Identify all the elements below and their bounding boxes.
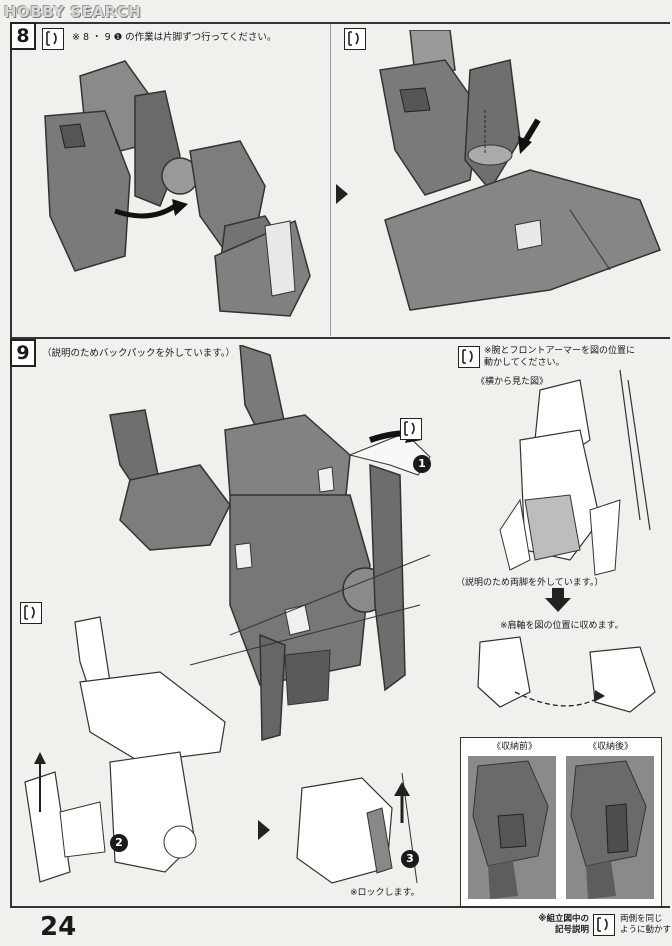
page-number: 24 bbox=[40, 912, 77, 942]
side-view-label: 《横から見た図》 bbox=[476, 377, 549, 387]
lock-note: ※ロックします。 bbox=[350, 888, 420, 898]
hobbysearch-watermark: HOBBY SEARCH bbox=[4, 3, 142, 21]
page-frame-top bbox=[10, 22, 670, 24]
step8-number: 8 bbox=[10, 22, 36, 50]
step8-vertical-divider bbox=[330, 24, 331, 336]
marker-2: 2 bbox=[110, 834, 128, 852]
step9-number: 9 bbox=[10, 339, 36, 367]
before-label: 《収納前》 bbox=[492, 742, 538, 752]
move-symbol-icon bbox=[344, 28, 366, 50]
step-divider bbox=[10, 337, 670, 339]
step9-main-illustration bbox=[109, 345, 431, 741]
step9-flow-arrow bbox=[258, 820, 270, 840]
down-arrow bbox=[545, 588, 571, 612]
after-label: 《収納後》 bbox=[588, 742, 634, 752]
step8-flow-arrow bbox=[336, 184, 348, 204]
legs-removed-caption: （説明のため両脚を外しています。） bbox=[456, 578, 604, 588]
step8-instruction: ※ 8 ・ 9 ❶ の作業は片脚ずつ行ってください。 bbox=[72, 32, 277, 43]
move-symbol-icon bbox=[20, 602, 42, 624]
shaft-illustration bbox=[477, 636, 656, 713]
step9-backpack-caption: （説明のためバックパックを外しています。） bbox=[42, 348, 236, 359]
arm-position-note: ※腕とフロントアーマーを図の位置に 動かしてください。 bbox=[484, 346, 636, 368]
move-symbol-icon bbox=[458, 346, 480, 368]
legend-description: 両側を同じ ように動かす bbox=[620, 914, 672, 935]
step8-illustration-right bbox=[379, 30, 661, 311]
shaft-position-note: ※肩軸を図の位置に収めます。 bbox=[500, 621, 624, 631]
legend-label: ※組立図中の 記号説明 bbox=[538, 914, 589, 935]
after-photo bbox=[566, 756, 654, 899]
move-symbol-icon bbox=[400, 418, 422, 440]
page-frame-bottom bbox=[10, 906, 670, 908]
step8-illustration-left bbox=[44, 60, 311, 317]
step9-lineart-middle bbox=[296, 772, 418, 884]
step9-lineart-left bbox=[24, 616, 226, 883]
before-photo bbox=[468, 756, 556, 899]
marker-3: 3 bbox=[401, 850, 419, 868]
side-view-illustration bbox=[499, 369, 651, 576]
legend-move-icon bbox=[593, 914, 615, 936]
marker-1: 1 bbox=[413, 455, 431, 473]
move-symbol-icon bbox=[42, 28, 64, 50]
page-frame-left bbox=[10, 22, 12, 907]
